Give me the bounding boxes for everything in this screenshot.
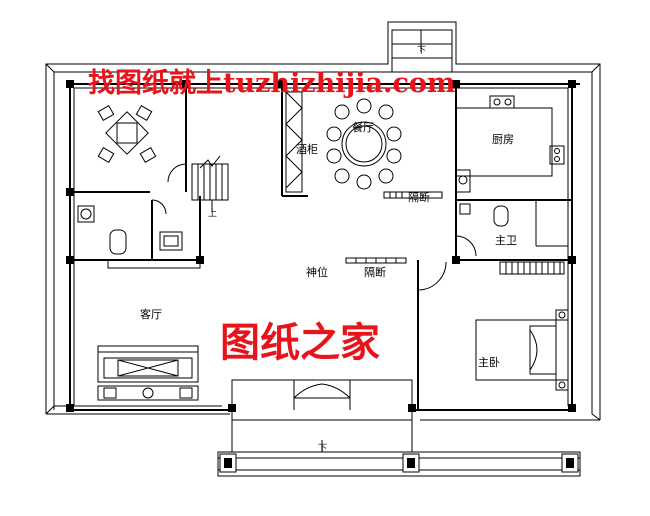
upper-partition — [383, 191, 443, 199]
marker-down-bottom: 下 — [318, 444, 327, 454]
tea-table-set — [97, 104, 157, 164]
label-dining: 餐厅 — [352, 120, 374, 134]
label-kitchen: 厨房 — [492, 133, 514, 146]
master-bath-fixtures — [455, 169, 568, 247]
main-door — [293, 380, 351, 410]
bedroom-door — [417, 261, 447, 291]
dining-table — [326, 98, 402, 190]
porch-column-cores — [224, 458, 574, 468]
sofa-set — [97, 345, 199, 401]
label-wine-cabinet: 酒柜 — [296, 143, 318, 156]
label-master-bedroom: 主卧 — [478, 356, 500, 369]
bath-door — [455, 235, 477, 257]
watermark-top: 找图纸就上tuzhizhijia.com — [88, 67, 455, 99]
wine-cabinet — [285, 91, 303, 193]
staircase — [167, 155, 229, 212]
tv-cabinet — [107, 259, 201, 269]
marker-down-top: 下 — [417, 46, 426, 56]
porch-columns — [219, 453, 579, 473]
label-partition-lower: 隔断 — [364, 265, 386, 279]
label-master-bath: 主卫 — [495, 234, 517, 247]
marker-stair-up: 上 — [208, 208, 217, 219]
watermark-center: 图纸之家 — [220, 319, 380, 366]
lower-partition — [345, 257, 407, 264]
wardrobe — [499, 261, 565, 275]
label-partition-upper: 隔断 — [408, 190, 430, 204]
front-porch — [217, 379, 581, 477]
label-living-room: 客厅 — [140, 307, 162, 321]
eave-outline — [45, 21, 601, 421]
columns — [66, 80, 576, 412]
label-shrine: 神位 — [306, 265, 328, 279]
kitchen-counter — [456, 95, 565, 177]
windows — [100, 83, 540, 411]
top-entrance-steps — [392, 30, 452, 73]
master-bed — [475, 309, 569, 391]
left-bathroom — [77, 199, 183, 255]
